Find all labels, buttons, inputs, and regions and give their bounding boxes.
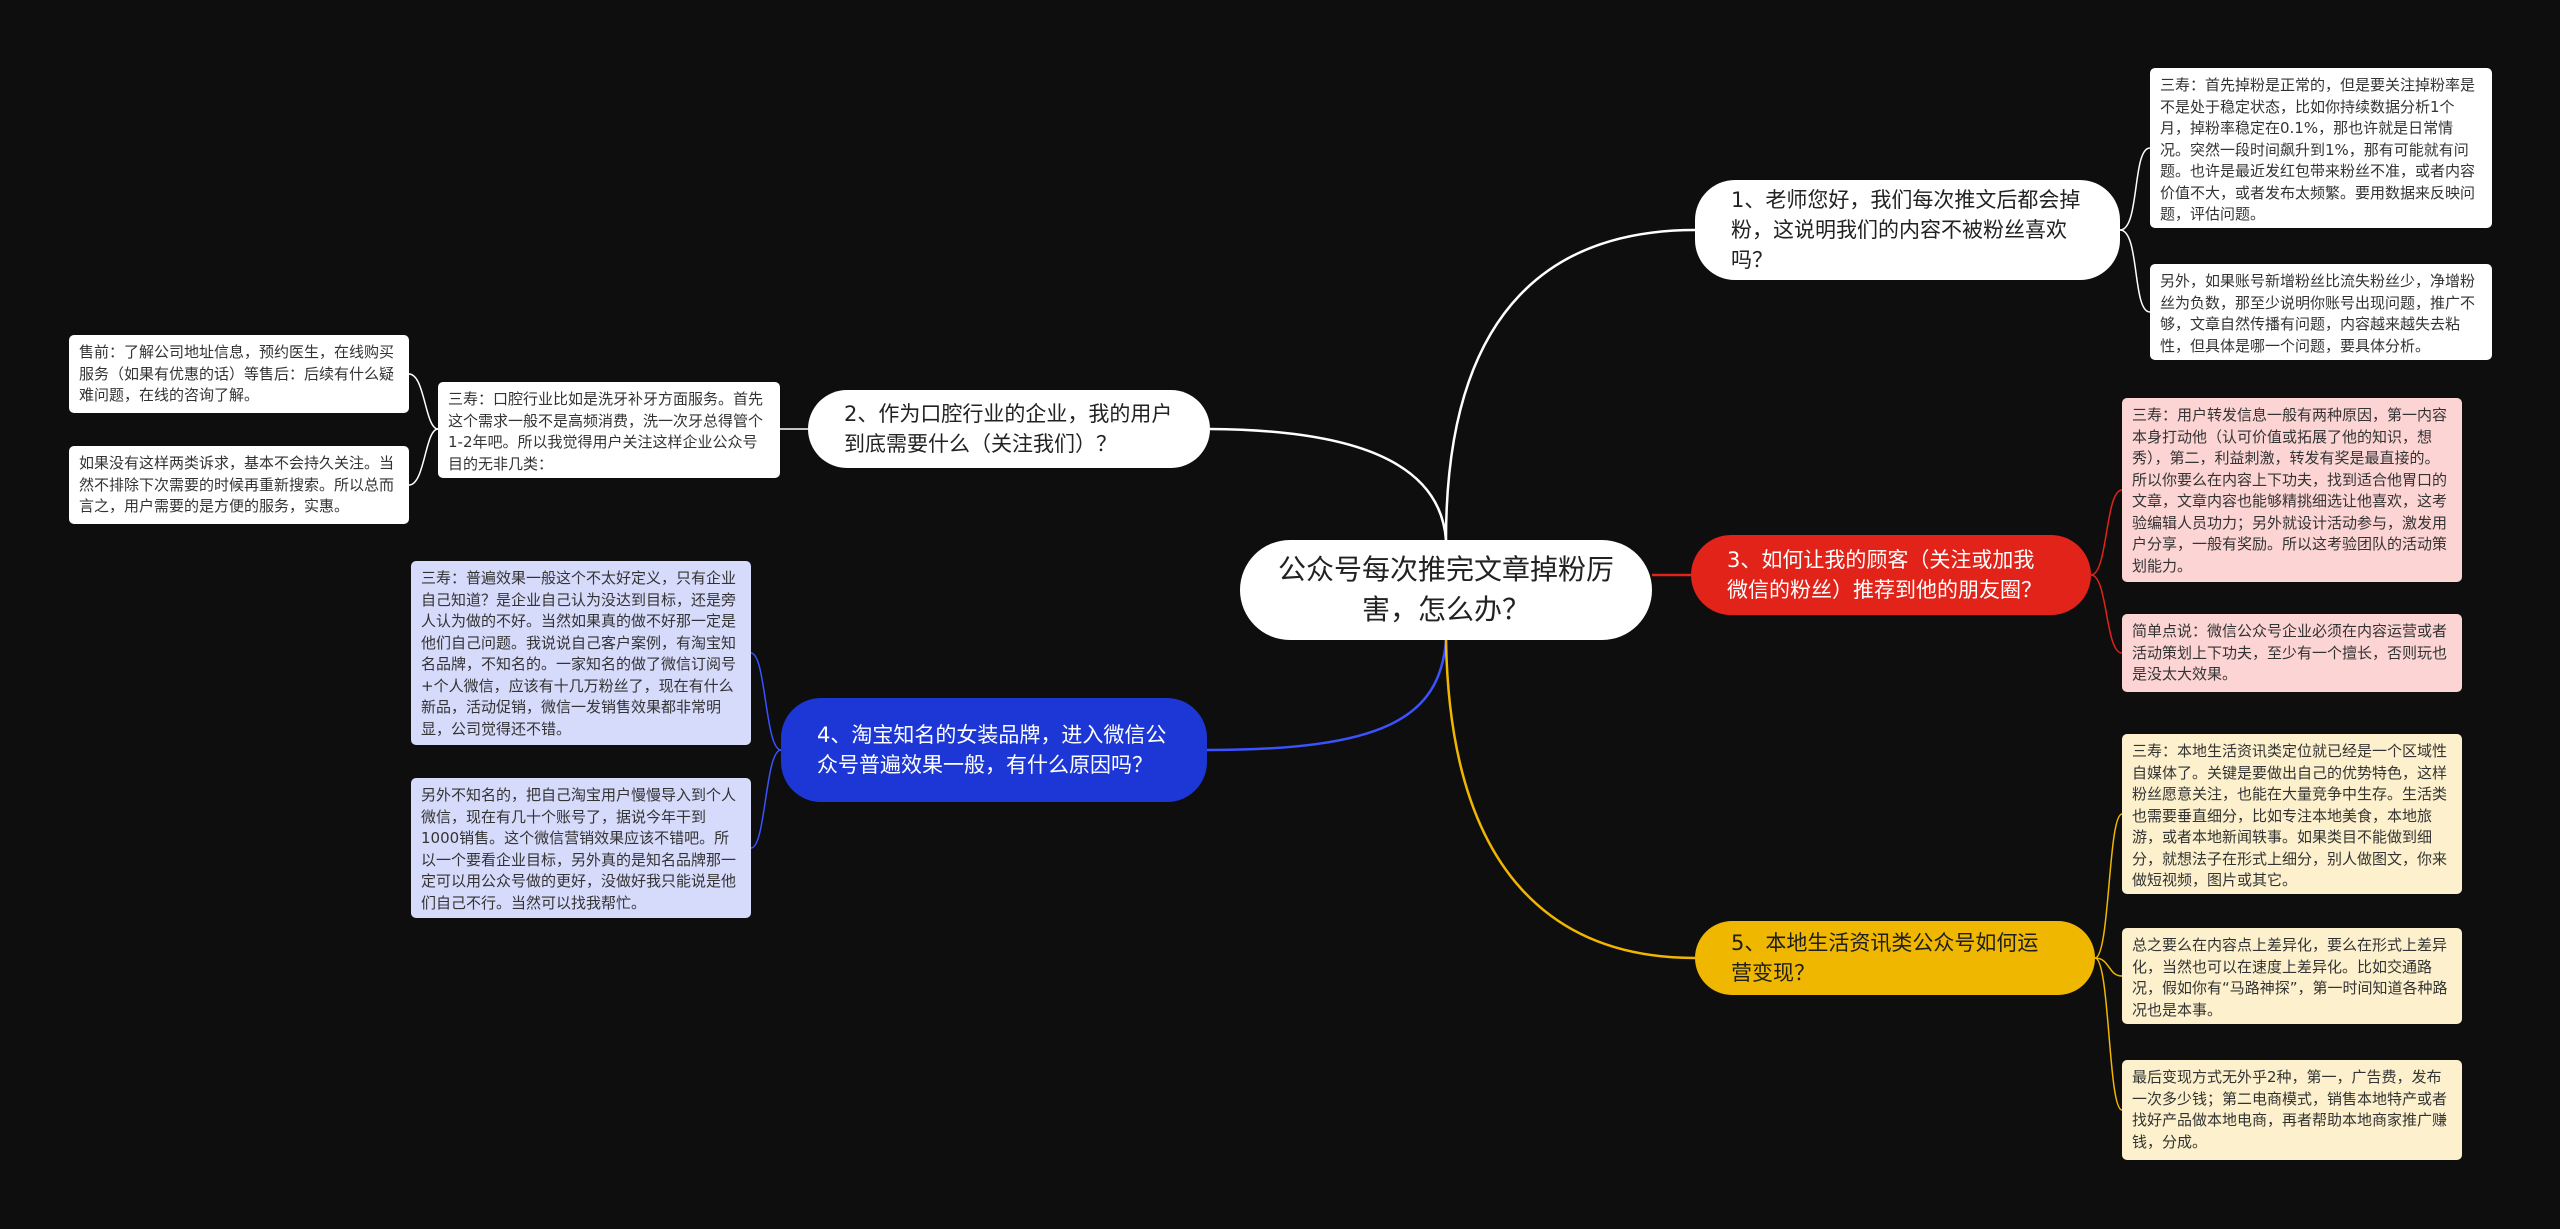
topic-5[interactable]: 5、本地生活资讯类公众号如何运营变现？: [1695, 921, 2095, 995]
topic-3-note-2[interactable]: 简单点说：微信公众号企业必须在内容运营或者活动策划上下功夫，至少有一个擅长，否则…: [2122, 614, 2462, 692]
edge-center-topic2: [1209, 427, 1448, 541]
edge-center-topic1: [1444, 228, 1696, 541]
topic-4[interactable]: 4、淘宝知名的女装品牌，进入微信公众号普遍效果一般，有什么原因吗？: [781, 698, 1207, 802]
edge-topic4-note2: [750, 749, 782, 849]
edge-topic3-note1: [2090, 489, 2123, 576]
topic-1-note-2[interactable]: 另外，如果账号新增粉丝比流失粉丝少，净增粉丝为负数，那至少说明你账号出现问题，推…: [2150, 264, 2492, 360]
edge-topic3-note2: [2090, 574, 2123, 654]
edge-topic4-note1: [750, 652, 782, 751]
edge-note1-note2: [408, 373, 439, 430]
topic-4-note-2[interactable]: 另外不知名的，把自己淘宝用户慢慢导入到个人微信，现在有几十个账号了，据说今年干到…: [411, 778, 751, 918]
edge-center-topic5: [1444, 639, 1696, 960]
topic-5-note-1[interactable]: 三寿：本地生活资讯类定位就已经是一个区域性自媒体了。关键是要做出自己的优势特色，…: [2122, 734, 2462, 894]
central-topic[interactable]: 公众号每次推完文章掉粉厉害，怎么办？: [1240, 540, 1652, 640]
topic-2[interactable]: 2、作为口腔行业的企业，我的用户到底需要什么（关注我们）？: [808, 390, 1210, 468]
edge-topic1-note2: [2119, 229, 2151, 313]
edge-topic5-note3: [2094, 957, 2123, 1111]
topic-2-note-1[interactable]: 三寿：口腔行业比如是洗牙补牙方面服务。首先这个需求一般不是高频消费，洗一次牙总得…: [438, 382, 780, 478]
topic-3[interactable]: 3、如何让我的顾客（关注或加我微信的粉丝）推荐到他的朋友圈？: [1691, 535, 2091, 615]
topic-4-note-1[interactable]: 三寿：普遍效果一般这个不太好定义，只有企业自己知道？是企业自己认为没达到目标，还…: [411, 561, 751, 745]
topic-5-note-2[interactable]: 总之要么在内容点上差异化，要么在形式上差异化，当然也可以在速度上差异化。比如交通…: [2122, 928, 2462, 1024]
edge-topic5-note1: [2094, 813, 2123, 959]
edge-topic1-note1: [2119, 147, 2151, 231]
edge-topic5-note2: [2094, 957, 2123, 977]
edge-center-topic4: [1206, 639, 1448, 752]
edge-note1-note3: [408, 428, 439, 486]
topic-2-note-3[interactable]: 如果没有这样两类诉求，基本不会持久关注。当然不排除下次需要的时候再重新搜索。所以…: [69, 446, 409, 524]
topic-2-note-2[interactable]: 售前：了解公司地址信息，预约医生，在线购买服务（如果有优惠的话）等售后：后续有什…: [69, 335, 409, 413]
topic-5-note-3[interactable]: 最后变现方式无外乎2种，第一，广告费，发布一次多少钱；第二电商模式，销售本地特产…: [2122, 1060, 2462, 1160]
topic-1[interactable]: 1、老师您好，我们每次推文后都会掉粉，这说明我们的内容不被粉丝喜欢吗？: [1695, 180, 2120, 280]
topic-3-note-1[interactable]: 三寿：用户转发信息一般有两种原因，第一内容本身打动他（认可价值或拓展了他的知识，…: [2122, 398, 2462, 582]
topic-1-note-1[interactable]: 三寿：首先掉粉是正常的，但是要关注掉粉率是不是处于稳定状态，比如你持续数据分析1…: [2150, 68, 2492, 228]
